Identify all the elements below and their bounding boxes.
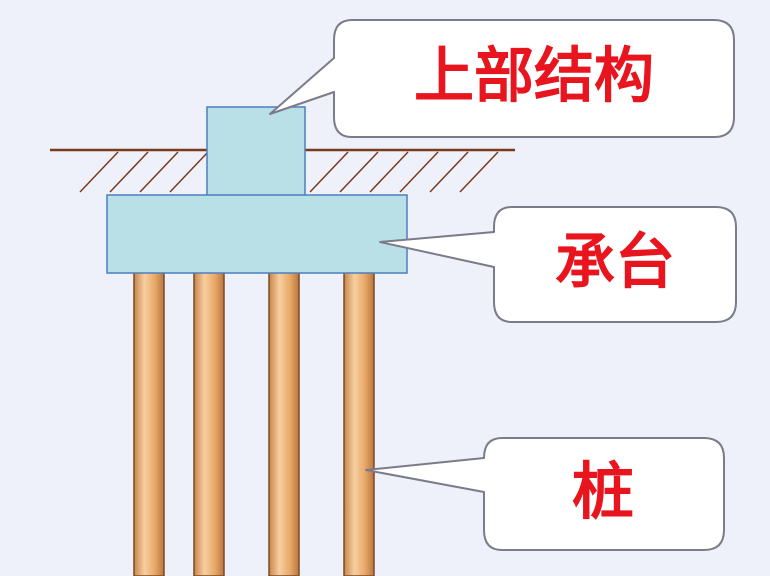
callout-pile: 桩 (365, 437, 725, 551)
callout-pile-cap-text: 承台 (555, 228, 675, 298)
callout-superstructure: 上部结构 (269, 19, 735, 138)
callout-pile-bubble (365, 437, 725, 551)
pile-3 (268, 269, 300, 576)
ground-hatching (79, 151, 499, 193)
superstructure-block (206, 106, 306, 197)
callout-pile-cap: 承台 (379, 206, 737, 323)
callout-superstructure-bubble (269, 19, 735, 138)
callout-pile-text: 桩 (572, 455, 634, 528)
callout-pile-cap-bubble (379, 206, 737, 323)
pile-2 (193, 269, 225, 576)
piles (133, 269, 375, 576)
callout-superstructure-text: 上部结构 (414, 42, 654, 112)
pile-1 (133, 269, 165, 576)
pile-cap-block (106, 194, 408, 274)
pile-4 (343, 269, 375, 576)
